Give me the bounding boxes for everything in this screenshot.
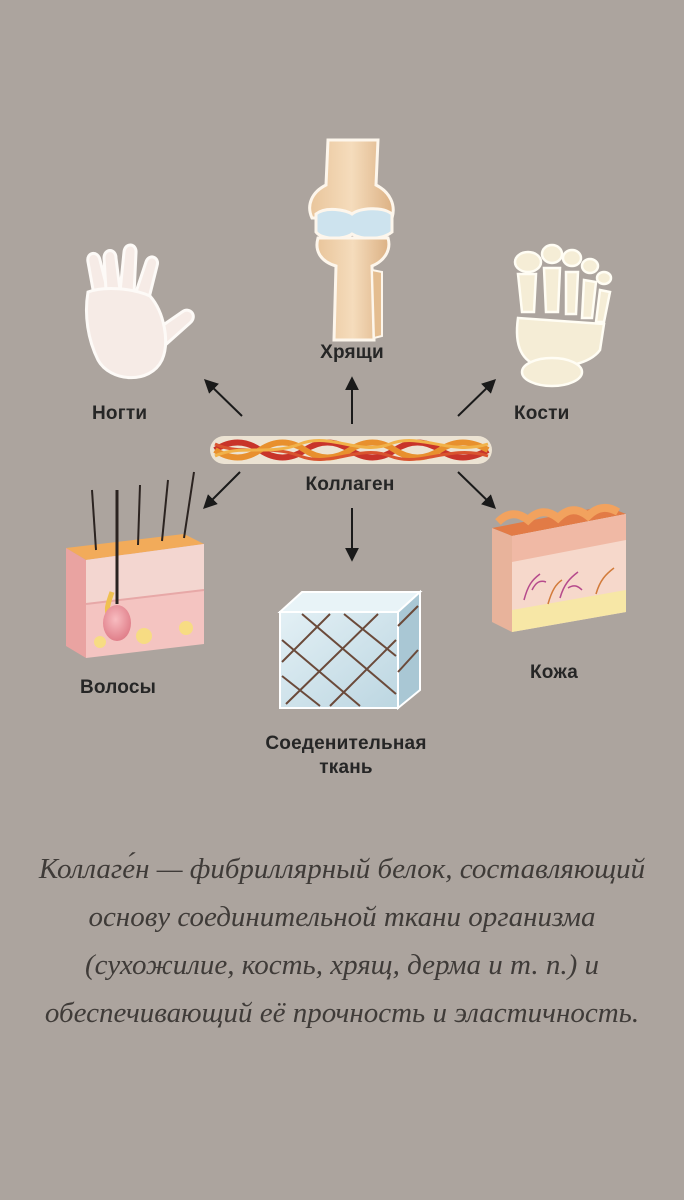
arrows <box>205 379 494 559</box>
arrow-to-skin <box>458 472 494 507</box>
label-connective-tissue: Соеденительная ткань <box>265 732 426 780</box>
arrow-to-hair <box>205 472 240 507</box>
knee-joint-icon <box>310 140 394 340</box>
label-collagen: Коллаген <box>306 474 395 496</box>
label-connective-line2: ткань <box>319 757 373 778</box>
label-hair: Волосы <box>80 677 156 699</box>
arrow-to-nails <box>206 381 242 416</box>
skin-hair-follicle-icon <box>66 472 204 658</box>
label-cartilage: Хрящи <box>320 342 384 364</box>
label-skin: Кожа <box>530 662 578 684</box>
hand-icon <box>86 245 193 378</box>
skin-layers-icon <box>492 506 626 632</box>
label-nails: Ногти <box>92 403 147 425</box>
label-connective-line1: Соеденительная <box>265 733 426 754</box>
collagen-definition-caption: Коллаге́н — фибриллярный белок, составля… <box>30 845 654 1037</box>
connective-tissue-cube-icon <box>280 592 420 708</box>
arrow-to-bones <box>458 381 494 416</box>
collagen-fiber-icon <box>210 436 492 464</box>
label-bones: Кости <box>514 403 570 425</box>
foot-bones-icon <box>515 245 611 386</box>
